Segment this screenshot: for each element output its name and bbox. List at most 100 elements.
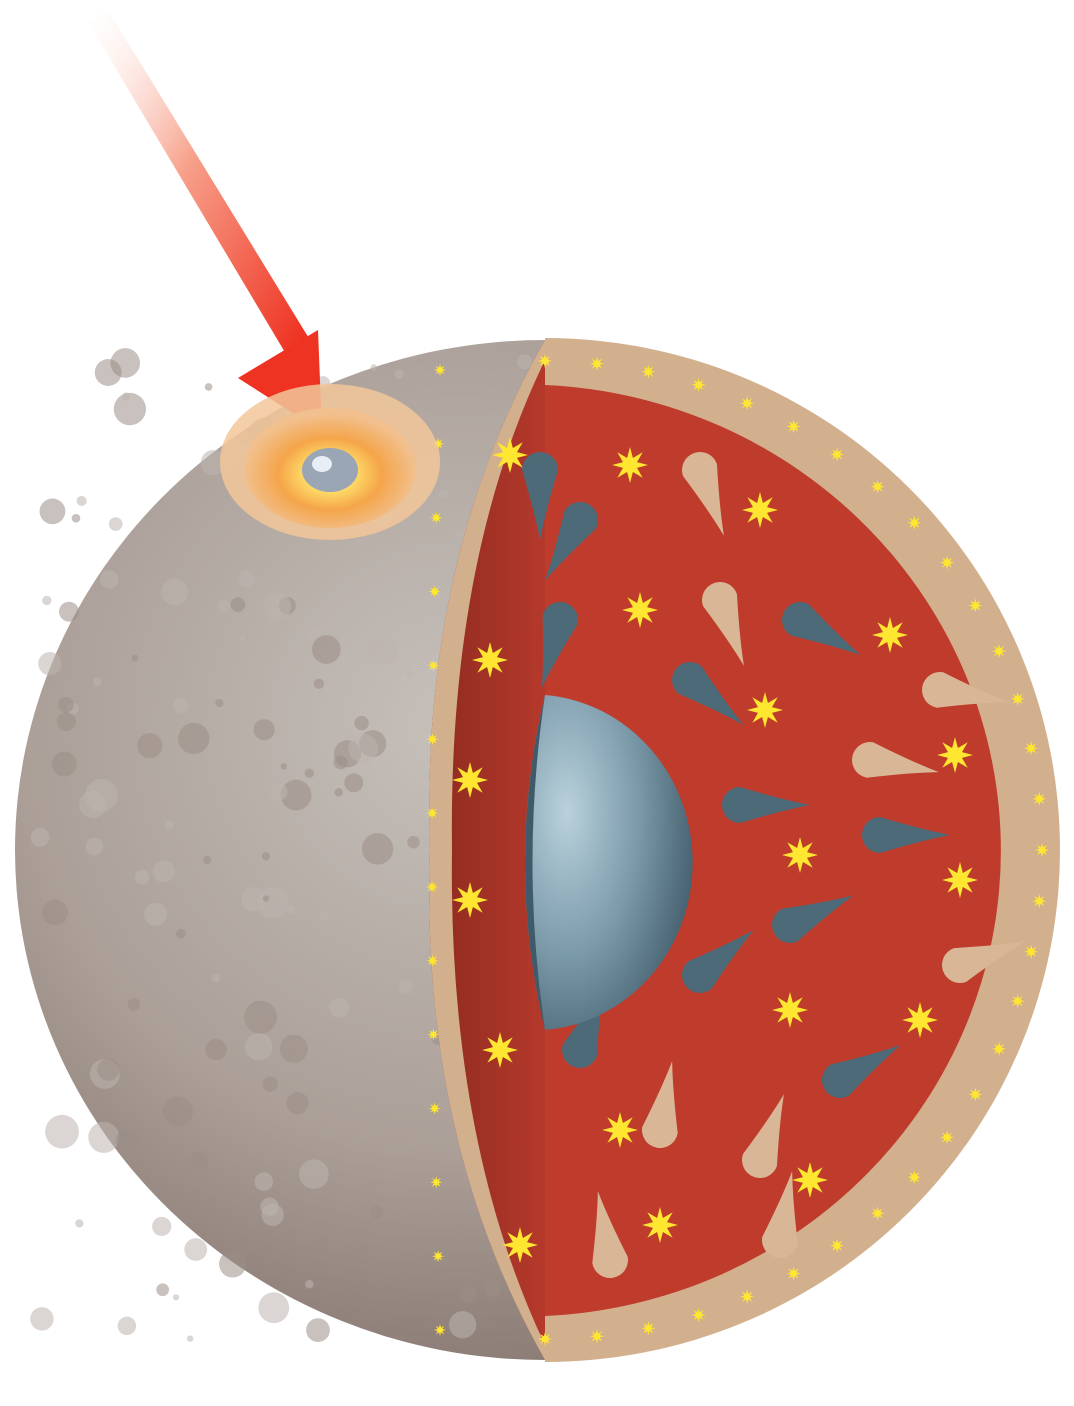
- crater-mark: [348, 734, 378, 764]
- spark-icon: [937, 737, 973, 773]
- spark-icon: [602, 1112, 638, 1148]
- spark-icon: [902, 1002, 938, 1038]
- crater-mark: [72, 514, 81, 523]
- crater-mark: [132, 655, 139, 662]
- crater-mark: [271, 784, 288, 801]
- crater-mark: [254, 719, 275, 740]
- spark-icon: [452, 882, 488, 918]
- crater-mark: [190, 1151, 209, 1170]
- crater-mark: [100, 570, 119, 589]
- crater-mark: [176, 929, 186, 939]
- crater-mark: [305, 1280, 314, 1289]
- crater-mark: [260, 1197, 278, 1215]
- crater-mark: [286, 1092, 308, 1114]
- crater-mark: [344, 773, 363, 792]
- crater-mark: [128, 998, 141, 1011]
- crater-mark: [88, 1122, 119, 1153]
- spark-icon: [612, 447, 648, 483]
- crater-mark: [31, 828, 50, 847]
- crater-mark: [219, 1250, 246, 1277]
- crater-mark: [109, 517, 123, 531]
- crater-mark: [254, 1172, 273, 1191]
- spark-icon: [747, 692, 783, 728]
- crater-mark: [205, 383, 213, 391]
- crater-mark: [79, 791, 106, 818]
- crater-mark: [93, 677, 102, 686]
- crater-mark: [406, 670, 413, 677]
- crater-mark: [281, 763, 287, 769]
- crater-mark: [449, 1311, 476, 1338]
- spark-icon: [622, 592, 658, 628]
- crater-mark: [58, 697, 74, 713]
- spark-icon: [482, 1032, 518, 1068]
- crust-spark: [538, 1332, 552, 1346]
- crater-mark: [57, 712, 76, 731]
- crater-mark: [263, 592, 291, 620]
- impact-crater-icon: [220, 384, 440, 540]
- crater-mark: [184, 1238, 207, 1261]
- crater-mark: [161, 579, 188, 606]
- rim-spark: [434, 1324, 446, 1336]
- crater-mark: [354, 716, 368, 730]
- crust-spark: [538, 354, 552, 368]
- crater-mark: [45, 1115, 79, 1149]
- crater-mark: [118, 1317, 136, 1335]
- crater-mark: [231, 597, 246, 612]
- crater-mark: [329, 998, 349, 1018]
- crater-mark: [42, 900, 68, 926]
- crater-mark: [312, 635, 341, 664]
- crater-mark: [460, 1286, 477, 1303]
- crater-mark: [362, 833, 393, 864]
- crater-mark: [517, 354, 532, 369]
- crater-mark: [215, 699, 223, 707]
- crater-mark: [262, 1076, 277, 1091]
- crater-mark: [173, 1294, 179, 1300]
- crater-mark: [77, 496, 87, 506]
- spark-icon: [782, 837, 818, 873]
- crust-spark: [1035, 843, 1049, 857]
- spark-icon: [492, 437, 528, 473]
- spark-icon: [502, 1227, 538, 1263]
- crater-mark: [334, 788, 343, 797]
- crater-mark: [438, 489, 449, 500]
- crater-mark: [203, 856, 211, 864]
- crater-mark: [399, 980, 413, 994]
- crater-mark: [122, 393, 130, 401]
- crater-mark: [59, 602, 79, 622]
- crater-mark: [212, 974, 221, 983]
- crater-mark: [258, 1292, 289, 1323]
- spark-icon: [772, 992, 808, 1028]
- crater-mark: [42, 596, 51, 605]
- crater-mark: [86, 838, 104, 856]
- spark-icon: [642, 1207, 678, 1243]
- crater-mark: [299, 1159, 329, 1189]
- crater-mark: [97, 1058, 119, 1080]
- crater-mark: [257, 887, 288, 918]
- crater-mark: [205, 1039, 227, 1061]
- spark-icon: [742, 492, 778, 528]
- crater-mark: [30, 1307, 53, 1330]
- crater-mark: [306, 1318, 330, 1342]
- crater-mark: [484, 1281, 501, 1298]
- crater-mark: [217, 599, 230, 612]
- spark-icon: [452, 762, 488, 798]
- crater-mark: [244, 1001, 277, 1034]
- crater-mark: [371, 1206, 383, 1218]
- spark-icon: [792, 1162, 828, 1198]
- crater-mark: [178, 723, 209, 754]
- crater-mark: [95, 359, 122, 386]
- crater-mark: [75, 1219, 83, 1227]
- spark-icon: [872, 617, 908, 653]
- crater-mark: [137, 733, 162, 758]
- spark-icon: [472, 642, 508, 678]
- crater-mark: [371, 364, 378, 371]
- crater-mark: [319, 911, 328, 920]
- crater-mark: [163, 1096, 193, 1126]
- crater-mark: [240, 635, 246, 641]
- crater-mark: [370, 636, 398, 664]
- crater-mark: [305, 768, 314, 777]
- crater-mark: [40, 498, 66, 524]
- crater-mark: [407, 836, 419, 848]
